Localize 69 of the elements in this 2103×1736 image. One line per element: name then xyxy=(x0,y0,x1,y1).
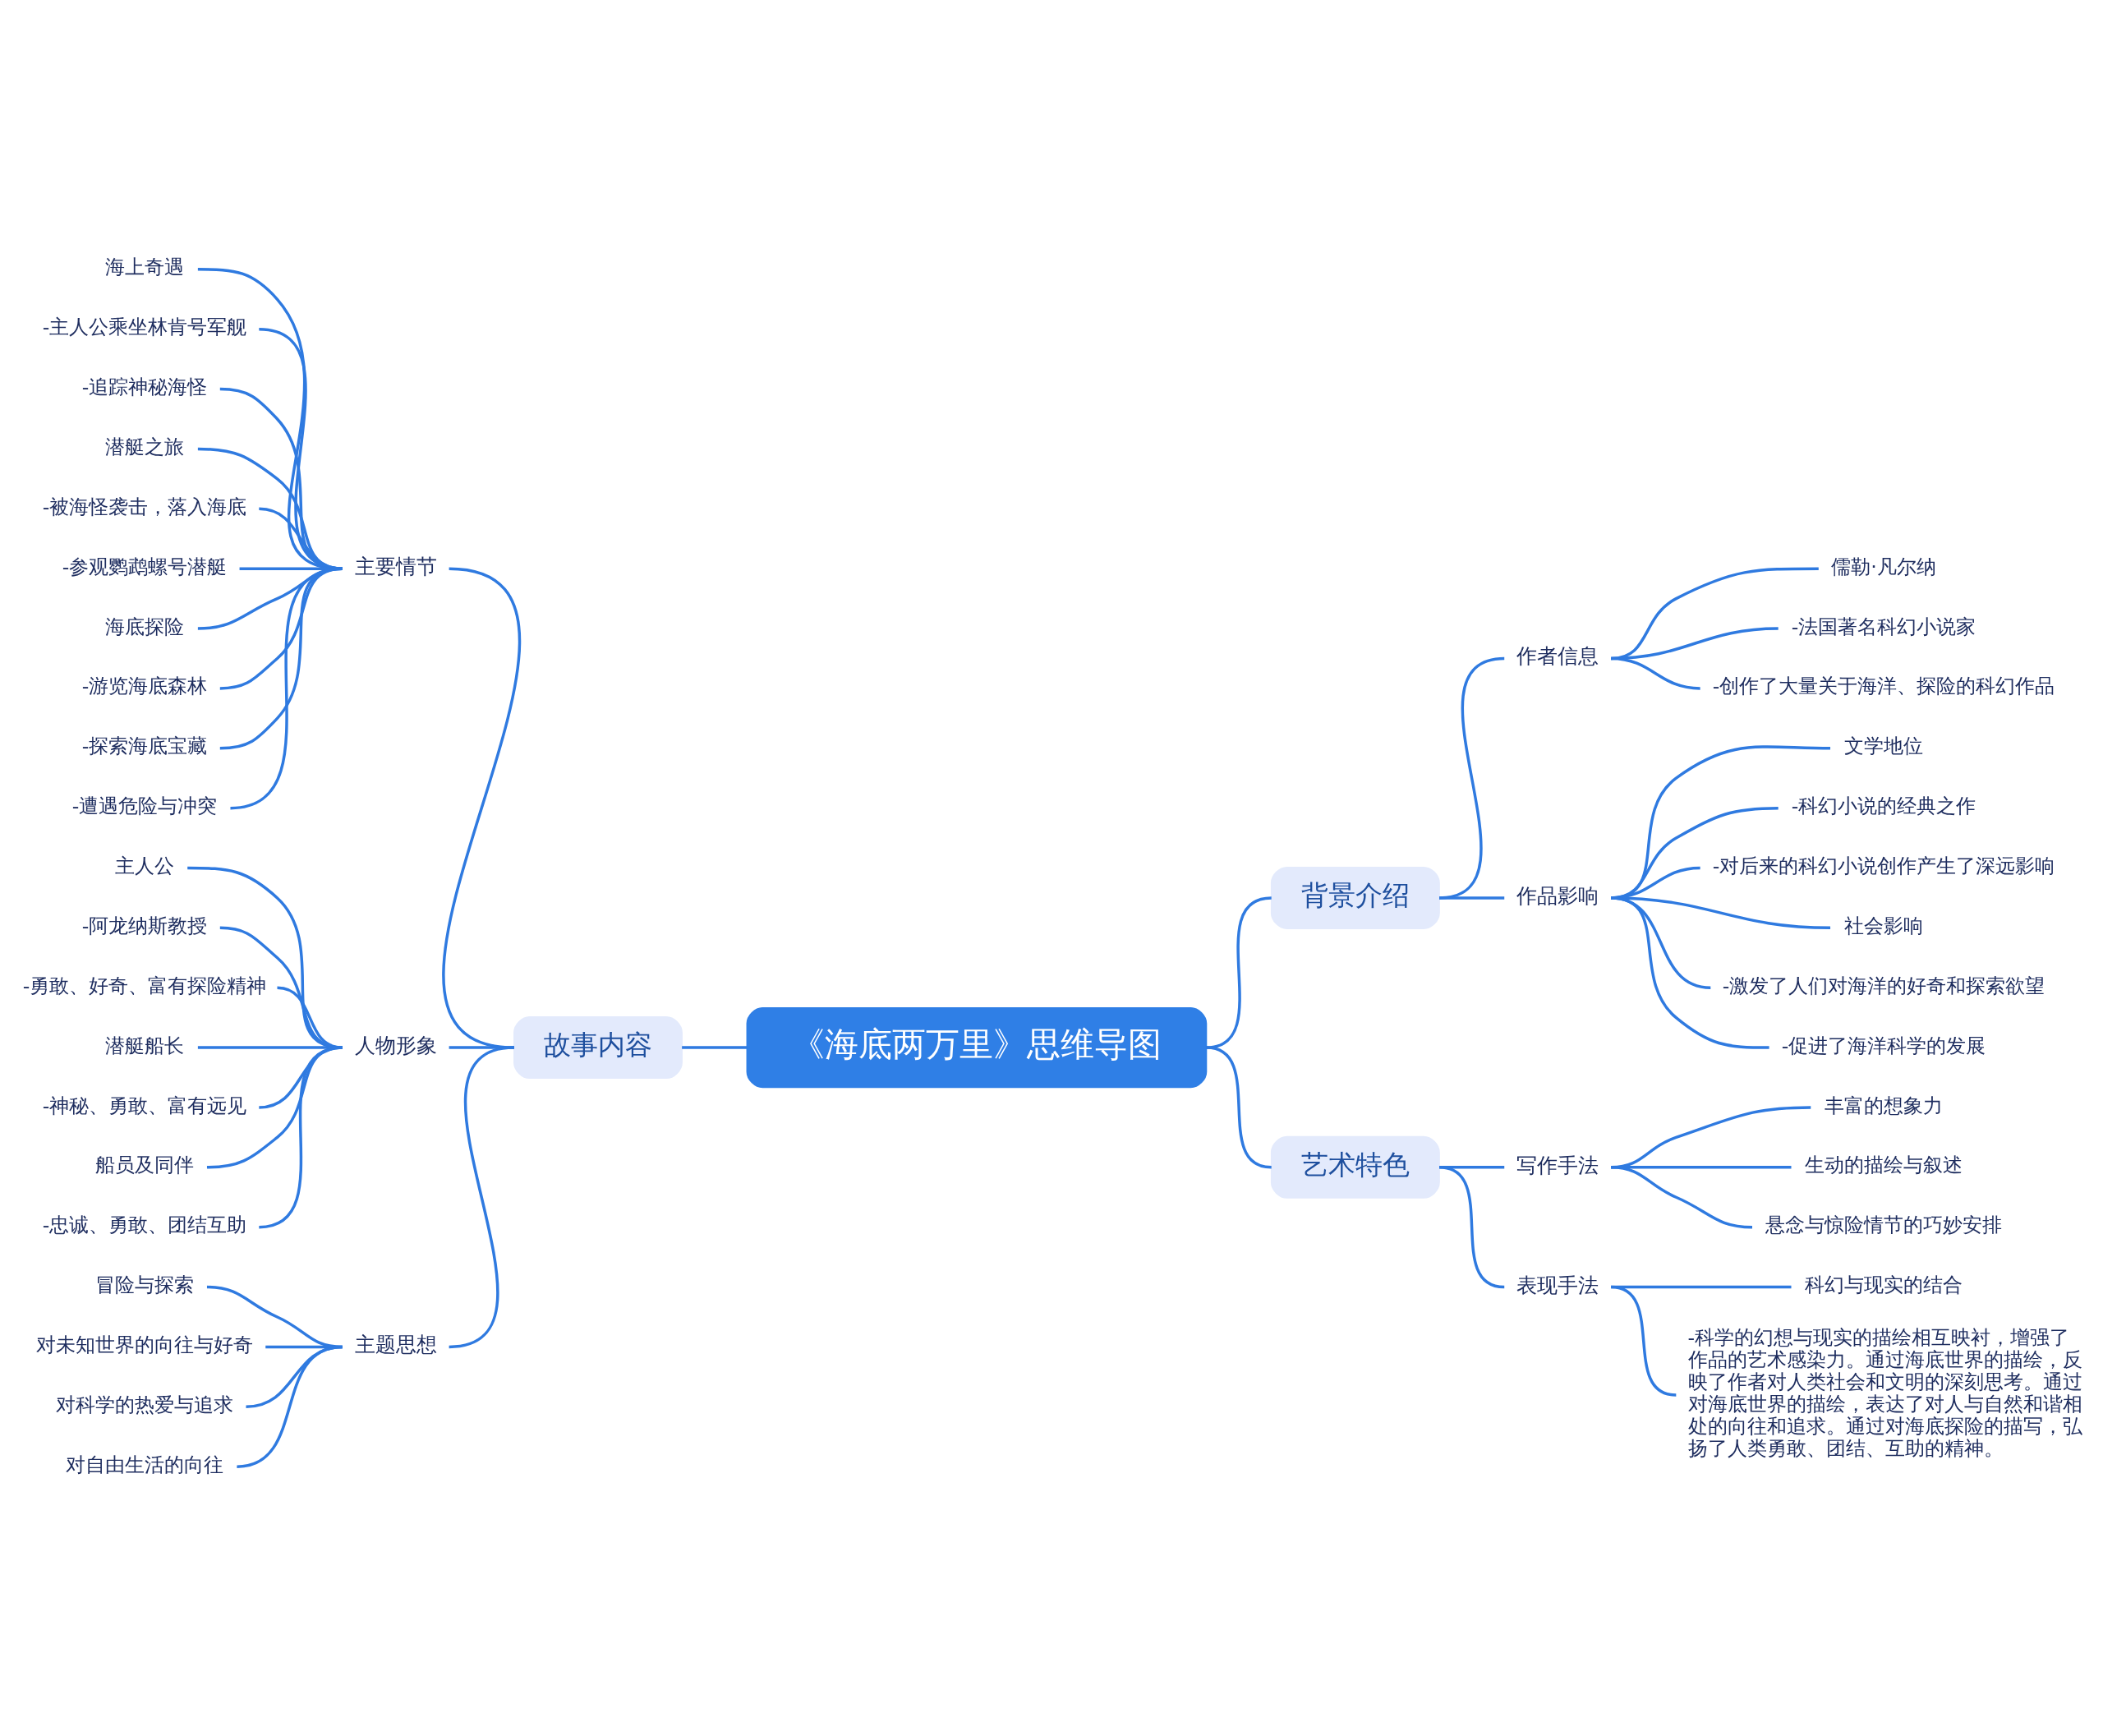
node-text: 主题思想 xyxy=(354,1332,437,1357)
node-text: 海底探险 xyxy=(104,615,184,638)
connector xyxy=(230,567,343,810)
node-box: 背景介绍 xyxy=(1270,866,1440,929)
connector xyxy=(1610,1285,1677,1397)
connector xyxy=(219,387,343,570)
node-text: 文学地位 xyxy=(1843,734,1923,758)
connector xyxy=(1611,1166,1753,1229)
connector xyxy=(1438,656,1505,900)
node-text: -对后来的科幻小说创作产生了深远影响 xyxy=(1712,854,2055,878)
connector xyxy=(1206,1046,1272,1169)
node-text: -探索海底宝藏 xyxy=(81,734,208,758)
node-text: 作者信息 xyxy=(1516,643,1599,669)
node-text: -神秘、勇敢、富有远见 xyxy=(42,1094,247,1117)
connector xyxy=(219,567,343,690)
connector xyxy=(197,268,343,570)
node-text: -勇敢、好奇、富有探险精神 xyxy=(22,974,267,997)
node-text: 海上奇遇 xyxy=(104,256,184,279)
node-text: -促进了海洋科学的发展 xyxy=(1781,1034,1986,1057)
node-text: -忠诚、勇敢、团结互助 xyxy=(42,1213,247,1237)
node-text: -主人公乘坐林肯号军舰 xyxy=(42,315,247,339)
node-text: 作品影响 xyxy=(1516,882,1599,908)
node-text: -科幻小说的经典之作 xyxy=(1791,794,1976,818)
node-text: -激发了人们对海洋的好奇和探索欲望 xyxy=(1722,974,2045,997)
connector xyxy=(1611,656,1700,690)
connector xyxy=(442,567,521,1049)
node-box: 《海底两万里》思维导图 xyxy=(746,1007,1208,1089)
connector xyxy=(682,1046,748,1049)
node-text: 写作手法 xyxy=(1516,1152,1599,1177)
node-text: 船员及同伴 xyxy=(94,1153,194,1177)
node-text: 悬念与惊险情节的巧妙安排 xyxy=(1765,1213,2002,1237)
node-text: 冒险与探索 xyxy=(94,1273,194,1297)
node-text: 人物形象 xyxy=(354,1033,437,1058)
node-text: 科幻与现实的结合 xyxy=(1804,1273,1963,1297)
node-text: 表现手法 xyxy=(1516,1272,1599,1297)
node-text: 主人公 xyxy=(114,854,174,878)
node-text: -创作了大量关于海洋、探险的科幻作品 xyxy=(1712,675,2055,698)
node-text: -追踪神秘海怪 xyxy=(81,375,208,399)
connector xyxy=(206,1046,343,1169)
node-text: 对科学的热爱与追求 xyxy=(55,1393,233,1416)
node-text: 丰富的想象力 xyxy=(1824,1094,1943,1117)
node-text: 潜艇之旅 xyxy=(104,435,184,458)
node-text: -法国著名科幻小说家 xyxy=(1791,615,1976,638)
connector xyxy=(237,1345,343,1468)
node-text: 潜艇船长 xyxy=(104,1034,184,1057)
connector xyxy=(259,1046,343,1229)
node-text: 主要情节 xyxy=(354,554,437,579)
node-text: -参观鹦鹉螺号潜艇 xyxy=(62,555,228,578)
node-text: -被海怪袭击，落入海底 xyxy=(42,495,247,518)
node-text: 对未知世界的向往与好奇 xyxy=(35,1333,253,1356)
connector xyxy=(1438,1166,1505,1289)
node-text: 社会影响 xyxy=(1843,914,1923,937)
connector xyxy=(239,567,343,570)
node-text: 生动的描绘与叙述 xyxy=(1804,1153,1963,1177)
node-text: 儒勒·凡尔纳 xyxy=(1831,555,1936,578)
connector xyxy=(197,567,343,630)
node-box: 艺术特色 xyxy=(1270,1135,1440,1199)
node-text: 对自由生活的向往 xyxy=(65,1453,223,1476)
connector xyxy=(1610,896,1769,1049)
node-text: -科学的幻想与现实的描绘相互映衬，增强了作品的艺术感染力。通过海底世界的描绘，反映了作者对人类社会和文明的深刻思考。通过对海底世界的描绘，表达了对人与自然和谐相处的向往和追求。通过对海底探险的描写，弘扬了人类勇敢、团结、互助的精神。 xyxy=(1687,1326,2082,1460)
connector xyxy=(449,1046,515,1349)
connector xyxy=(197,447,343,570)
node-text: -游览海底森林 xyxy=(81,675,208,698)
node-text: -遭遇危险与冲突 xyxy=(71,794,218,818)
connector xyxy=(219,567,343,750)
connector xyxy=(1206,896,1272,1049)
connector xyxy=(1439,896,1505,900)
node-text: -阿龙纳斯教授 xyxy=(81,914,208,937)
node-box: 故事内容 xyxy=(513,1016,683,1080)
